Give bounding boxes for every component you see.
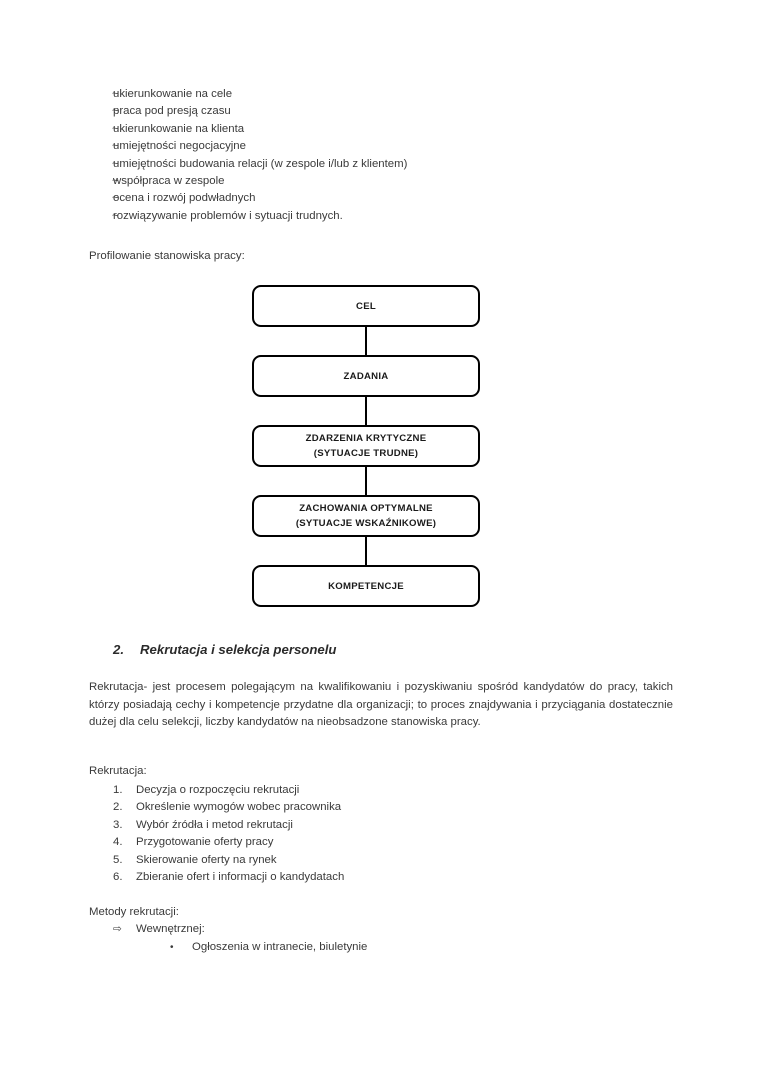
list-item-label: praca pod presją czasu bbox=[113, 105, 231, 118]
list-item-label: ukierunkowanie na cele bbox=[113, 88, 233, 100]
list-item: ~ umiejętności negocjacyjne bbox=[89, 140, 679, 157]
methods-internal-label: Wewnętrznej: bbox=[136, 923, 205, 935]
flowchart-box-line2: (SYTUACJE TRUDNE) bbox=[313, 448, 419, 459]
list-item-label: ocena i rozwój podwładnych bbox=[113, 192, 256, 205]
list-item-number: 6. bbox=[113, 870, 123, 883]
flowchart-box-zadania: ZADANIA bbox=[252, 355, 480, 397]
list-item-number: 5. bbox=[113, 853, 123, 866]
list-item-number: 1. bbox=[113, 784, 123, 796]
tilde-marker-icon: ~ bbox=[112, 209, 119, 222]
flowchart-box-kompetencje: KOMPETENCJE bbox=[252, 565, 480, 607]
list-item-label: współpraca w zespole bbox=[113, 174, 225, 187]
tilde-marker-icon: ~ bbox=[112, 174, 119, 187]
flowchart-box-zdarzenia-krytyczne: ZDARZENIA KRYTYCZNE (SYTUACJE TRUDNE) bbox=[252, 425, 480, 467]
arrow-right-icon: ⇨ bbox=[113, 923, 122, 935]
list-item-label: Skierowanie oferty na rynek bbox=[136, 853, 277, 866]
list-item: 5. Skierowanie oferty na rynek bbox=[113, 854, 673, 871]
flowchart-box-line1: ZDARZENIA KRYTYCZNE bbox=[305, 433, 427, 444]
list-item-label: umiejętności budowania relacji (w zespol… bbox=[113, 157, 408, 170]
profilowanie-label: Profilowanie stanowiska pracy: bbox=[89, 250, 245, 262]
list-item: ~ ukierunkowanie na klienta bbox=[89, 123, 679, 140]
section-heading-title: Rekrutacja i selekcja personelu bbox=[140, 642, 337, 657]
list-item: 4. Przygotowanie oferty pracy bbox=[113, 836, 673, 853]
methods-internal-subitem: • Ogłoszenia w intranecie, biuletynie bbox=[170, 941, 367, 953]
list-item-number: 2. bbox=[113, 801, 123, 814]
tilde-marker-icon: ~ bbox=[112, 122, 119, 135]
list-item: ~ ukierunkowanie na cele bbox=[89, 88, 679, 105]
tilde-marker-icon: ~ bbox=[112, 88, 119, 100]
list-item: ~ rozwiązywanie problemów i sytuacji tru… bbox=[89, 210, 679, 227]
list-item: ~ współpraca w zespole bbox=[89, 175, 679, 192]
section-heading-number: 2. bbox=[113, 642, 124, 657]
list-item-label: Zbieranie ofert i informacji o kandydata… bbox=[136, 870, 345, 883]
section-heading: 2. Rekrutacja i selekcja personelu bbox=[113, 642, 336, 657]
tilde-marker-icon: ~ bbox=[112, 192, 119, 205]
flowchart-connector bbox=[252, 535, 480, 567]
disc-bullet-icon: • bbox=[170, 942, 174, 953]
list-item-number: 4. bbox=[113, 836, 123, 849]
list-item-label: rozwiązywanie problemów i sytuacji trudn… bbox=[113, 209, 343, 222]
flowchart-connector bbox=[252, 395, 480, 427]
flowchart-connector bbox=[252, 465, 480, 497]
tilde-marker-icon: ~ bbox=[112, 105, 119, 118]
flowchart-box-zachowania-optymalne: ZACHOWANIA OPTYMALNE (SYTUACJE WSKAŹNIKO… bbox=[252, 495, 480, 537]
job-profiling-flowchart: CEL ZADANIA ZDARZENIA KRYTYCZNE (SYTUACJ… bbox=[252, 285, 480, 607]
list-item: ~ umiejętności budowania relacji (w zesp… bbox=[89, 158, 679, 175]
competency-list: ~ ukierunkowanie na cele ~ praca pod pre… bbox=[89, 88, 679, 227]
list-item: 1. Decyzja o rozpoczęciu rekrutacji bbox=[113, 784, 673, 801]
list-item: 6. Zbieranie ofert i informacji o kandyd… bbox=[113, 871, 673, 888]
flowchart-box-line1: KOMPETENCJE bbox=[328, 580, 404, 592]
list-item-label: Wybór źródła i metod rekrutacji bbox=[136, 818, 293, 831]
body-paragraph: Rekrutacja- jest procesem polegającym na… bbox=[89, 681, 673, 729]
flowchart-box-line1: CEL bbox=[356, 300, 376, 312]
methods-internal-subitem-label: Ogłoszenia w intranecie, biuletynie bbox=[192, 941, 368, 953]
tilde-marker-icon: ~ bbox=[112, 157, 119, 170]
list-item: 2. Określenie wymogów wobec pracownika bbox=[113, 801, 673, 818]
flowchart-connector bbox=[252, 325, 480, 357]
list-item-label: Przygotowanie oferty pracy bbox=[136, 836, 274, 849]
flowchart-box-cel: CEL bbox=[252, 285, 480, 327]
flowchart-box-line1: ZADANIA bbox=[343, 370, 389, 382]
metody-rekrutacji-label: Metody rekrutacji: bbox=[89, 906, 179, 918]
methods-internal-item: ⇨ Wewnętrznej: bbox=[113, 923, 205, 935]
list-item-number: 3. bbox=[113, 818, 123, 831]
rekrutacja-label: Rekrutacja: bbox=[89, 765, 147, 777]
flowchart-box-line2: (SYTUACJE WSKAŹNIKOWE) bbox=[295, 518, 437, 529]
list-item: ~ ocena i rozwój podwładnych bbox=[89, 192, 679, 209]
list-item-label: Decyzja o rozpoczęciu rekrutacji bbox=[136, 784, 300, 796]
list-item: 3. Wybór źródła i metod rekrutacji bbox=[113, 819, 673, 836]
list-item-label: umiejętności negocjacyjne bbox=[113, 140, 246, 153]
tilde-marker-icon: ~ bbox=[112, 140, 119, 153]
list-item-label: ukierunkowanie na klienta bbox=[113, 122, 245, 135]
list-item-label: Określenie wymogów wobec pracownika bbox=[136, 801, 342, 814]
flowchart-box-line1: ZACHOWANIA OPTYMALNE bbox=[299, 503, 433, 514]
list-item: ~ praca pod presją czasu bbox=[89, 105, 679, 122]
recruitment-steps-list: 1. Decyzja o rozpoczęciu rekrutacji 2. O… bbox=[113, 784, 673, 888]
